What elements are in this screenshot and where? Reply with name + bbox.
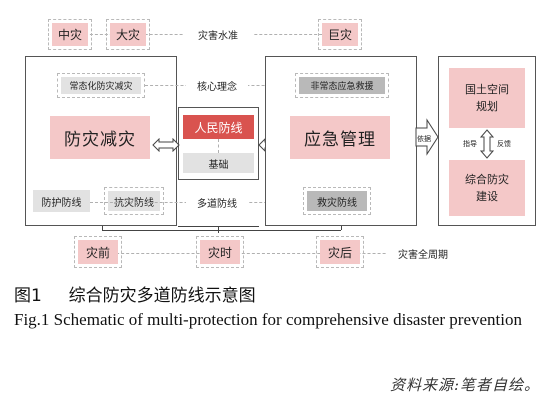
integrated-line2: 建设 (476, 190, 498, 203)
double-arrow-left-icon (152, 138, 180, 152)
figure-caption-en: Fig.1 Schematic of multi-protection for … (14, 310, 522, 329)
rescue-defense-box: 救灾防线 (303, 187, 371, 215)
abnormal-rescue-box: 非常态应急救援 (295, 73, 389, 98)
integrated-line1: 综合防灾 (465, 173, 509, 186)
people-defense-line: 人民防线 (183, 115, 254, 139)
figure-title-cn: 综合防灾多道防线示意图 (68, 286, 256, 306)
after-label: 灾后 (320, 240, 360, 264)
feedback-label: 反馈 (497, 140, 511, 148)
core-concept-label: 核心理念 (186, 76, 248, 94)
before-label: 灾前 (78, 240, 118, 264)
depend-label: 依据 (417, 135, 431, 143)
abnormal-rescue-label: 非常态应急救援 (299, 77, 385, 94)
top-box-moderate: 中灾 (48, 19, 92, 50)
guide-label: 指导 (463, 140, 477, 148)
spatial-planning-line1: 国土空间 (465, 83, 509, 96)
before-box: 灾前 (74, 236, 122, 268)
figure-caption-cn: 图1 综合防灾多道防线示意图 (14, 281, 534, 306)
after-box: 灾后 (316, 236, 364, 268)
full-cycle-label: 灾害全周期 (386, 244, 460, 262)
integrated-construction-box: 综合防灾 建设 (449, 160, 525, 216)
top-box-major: 大灾 (106, 19, 150, 50)
major-label: 大灾 (110, 23, 146, 46)
basis-label: 基础 (183, 153, 254, 173)
emergency-management-title: 应急管理 (290, 116, 390, 159)
top-box-catastrophic: 巨灾 (318, 19, 362, 50)
multi-defense-label: 多道防线 (186, 193, 248, 211)
normal-prevention-label: 常态化防灾减灾 (61, 77, 141, 94)
during-label: 灾时 (200, 240, 240, 264)
defense-line-resistance-box: 抗灾防线 (104, 187, 164, 215)
spatial-planning-box: 国土空间 规划 (449, 68, 525, 128)
catastrophic-label: 巨灾 (322, 23, 358, 46)
moderate-label: 中灾 (52, 23, 88, 46)
during-box: 灾时 (196, 236, 244, 268)
disaster-prevention-title: 防灾减灾 (50, 116, 150, 159)
normal-prevention-box: 常态化防灾减灾 (57, 73, 145, 98)
figure-source: 资料来源:笔者自绘。 (389, 376, 540, 394)
disaster-level-label: 灾害水准 (183, 26, 253, 43)
guide-feedback-arrow-icon (480, 129, 494, 159)
spatial-planning-line2: 规划 (476, 100, 498, 113)
depend-arrow-icon (415, 118, 439, 156)
figure-number: 图1 (14, 286, 42, 306)
defense-line-resistance: 抗灾防线 (108, 191, 160, 211)
defense-line-protection: 防护防线 (33, 190, 90, 212)
rescue-defense-line: 救灾防线 (307, 191, 367, 211)
